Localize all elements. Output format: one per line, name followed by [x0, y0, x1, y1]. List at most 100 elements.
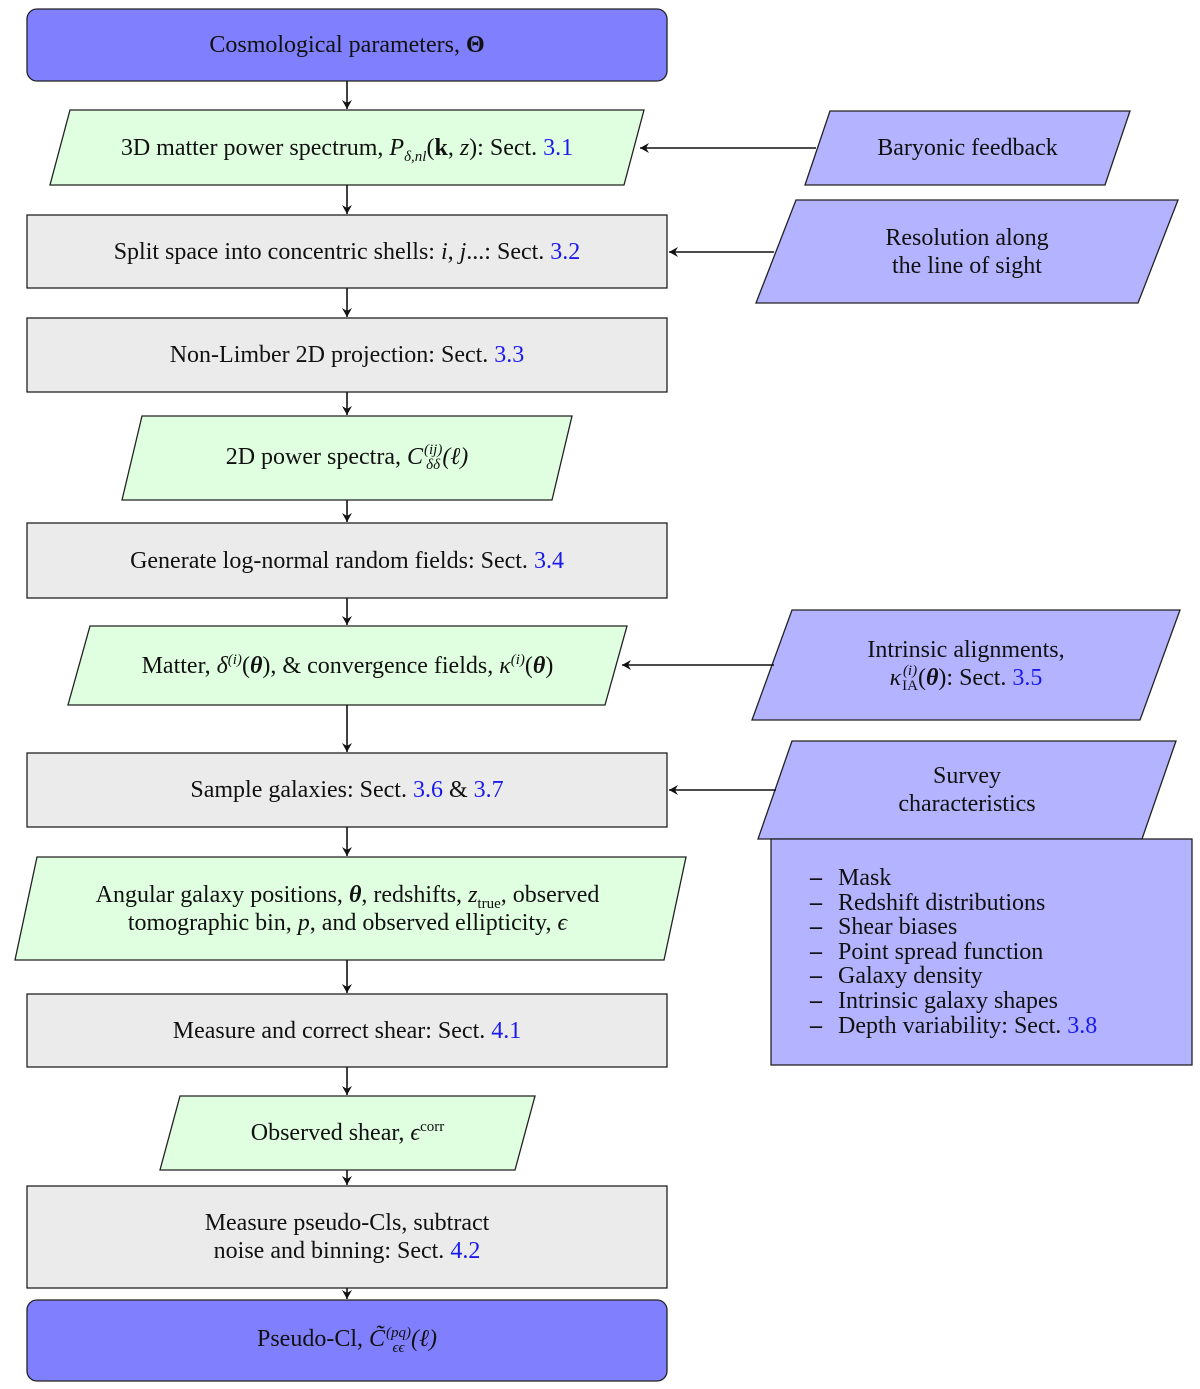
ell-argument: (ℓ) [442, 443, 469, 470]
shells-label: Split space into concentric shells: [113, 238, 441, 265]
theta-symbol: θ [925, 664, 939, 691]
sect-link-3-6[interactable]: 3.6 [412, 777, 443, 803]
lognormal-label: Generate log-normal random fields: Sect. [130, 547, 534, 574]
io-shape-intrinsic-alignments [751, 609, 1181, 721]
positions-label: Angular galaxy positions, [95, 881, 349, 908]
node-cosmological-parameters: Cosmological parameters, Θ [27, 9, 667, 81]
bullet-dash: – [810, 963, 822, 990]
survey-characteristics-list: –Mask–Redshift distributions–Shear biase… [810, 866, 1097, 1038]
nonlimber-label: Non-Limber 2D projection: Sect. [169, 342, 495, 368]
io-shape-matter-convergence [67, 625, 628, 706]
node-2d-power-spectra: 2D power spectra, C(ij)δδ(ℓ) [122, 416, 572, 500]
c-superscript: (ij) [423, 442, 443, 459]
theta-symbol: θ [348, 881, 362, 908]
sect-link-3-2[interactable]: 3.2 [550, 238, 581, 265]
process-shape-sample-galaxies [26, 752, 668, 828]
bullet-dash: – [810, 987, 822, 1014]
comma: , [447, 238, 460, 265]
sect-link-3-3[interactable]: 3.3 [494, 342, 525, 368]
survey-item-text: Redshift distributions [838, 889, 1046, 916]
sect-link-4-1[interactable]: 4.1 [491, 1017, 522, 1044]
side-input-intrinsic-alignments: Intrinsic alignments, κ(i)IA(θ): Sect. 3… [752, 610, 1180, 720]
theta-symbol: θ [532, 652, 546, 679]
epsilon-symbol: ϵ [557, 909, 568, 936]
sect-link-3-8[interactable]: 3.8 [1067, 1012, 1098, 1039]
p-symbol: p [297, 909, 310, 936]
i-symbol: i [440, 238, 448, 265]
io-shape-galaxy-positions [14, 856, 687, 961]
terminal-shape-pseudo-cl [26, 1299, 668, 1382]
sect-link-3-1[interactable]: 3.1 [543, 134, 574, 161]
io-shape-2d-power-spectra [121, 415, 573, 501]
bullet-dash: – [810, 865, 822, 891]
process-shape-split-shells [26, 214, 668, 289]
pseudo-cl-label: Pseudo-Cl, [256, 1326, 369, 1353]
resolution-line1: Resolution along [885, 224, 1049, 251]
ia-superscript: (i) [902, 663, 918, 680]
bullet-dash: – [810, 1012, 822, 1039]
survey-item-text: Intrinsic galaxy shapes [838, 987, 1058, 1014]
j-symbol: j [459, 238, 467, 265]
tomographic-label: tomographic bin, [127, 909, 298, 936]
paren: ) [262, 652, 271, 679]
sect-label: : Sect. [946, 664, 1013, 691]
node-log-normal-fields: Generate log-normal random fields: Sect.… [27, 523, 667, 598]
paren: ) [469, 134, 478, 161]
sect-link-4-2[interactable]: 4.2 [450, 1238, 481, 1264]
redshifts-label: , redshifts, [361, 881, 469, 908]
sect-link-3-7[interactable]: 3.7 [473, 777, 504, 803]
sect-link-3-5[interactable]: 3.5 [1012, 664, 1043, 691]
fields-mid-label: , & convergence fields, [270, 652, 500, 679]
process-shape-measure-pseudo-cls [26, 1185, 668, 1289]
survey-list-item: –Depth variability: Sect. 3.8 [810, 1012, 1098, 1039]
side-input-resolution: Resolution along the line of sight [756, 200, 1178, 303]
io-shape-observed-shear [159, 1095, 536, 1171]
c2d-label: 2D power spectra, [225, 443, 407, 470]
sect-link-3-4[interactable]: 3.4 [533, 547, 564, 574]
survey-line1: Survey [933, 763, 1001, 789]
p-subscript: δ,nl [404, 148, 427, 165]
bullet-dash: – [810, 914, 822, 941]
sect-label: : Sect. [477, 134, 544, 161]
survey-list-item: –Point spread function [810, 938, 1097, 965]
node-sample-galaxies: Sample galaxies: Sect. 3.6 & 3.7 [27, 753, 667, 827]
kappa-superscript: (i) [510, 651, 525, 668]
survey-item-text: Depth variability: Sect. [838, 1012, 1068, 1039]
io-shape-resolution [755, 199, 1179, 304]
pseudo-measure-line2: noise and binning: Sect. [213, 1238, 451, 1264]
survey-line2: characteristics [898, 791, 1036, 817]
epsilon-symbol: ϵ [410, 1120, 421, 1146]
cosmo-label: Cosmological parameters, [209, 32, 466, 58]
z-subscript: true [477, 895, 501, 912]
c-subscript: δδ [426, 457, 441, 474]
io-shape-3d-power-spectrum [49, 109, 645, 186]
survey-list-item: –Mask [810, 866, 1097, 891]
epsilon-subscript: ϵϵ [392, 1339, 405, 1356]
survey-item-text: Shear biases [838, 914, 958, 941]
observed-shear-label: Observed shear, [250, 1120, 411, 1146]
ia-line1: Intrinsic alignments, [867, 636, 1065, 663]
node-measure-pseudo-cls: Measure pseudo-Cls, subtract noise and b… [27, 1186, 667, 1288]
node-measure-correct-shear: Measure and correct shear: Sect. 4.1 [27, 994, 667, 1067]
node-split-shells: Split space into concentric shells: i, j… [27, 215, 667, 288]
ellipticity-label: , and observed ellipticity, [309, 909, 558, 936]
node-non-limber: Non-Limber 2D projection: Sect. 3.3 [27, 318, 667, 392]
theta-symbol: θ [249, 652, 263, 679]
node-observed-shear: Observed shear, ϵcorr [160, 1096, 535, 1170]
paren: ) [938, 664, 947, 691]
survey-item-text: Point spread function [838, 938, 1044, 965]
comma: , [447, 134, 460, 161]
p-symbol: P [389, 134, 405, 161]
baryonic-label: Baryonic feedback [877, 135, 1058, 161]
c-tilde-symbol: C̃ [369, 1326, 386, 1353]
measure-shear-label: Measure and correct shear: Sect. [172, 1017, 492, 1044]
ell-argument: (ℓ) [411, 1326, 437, 1353]
paren: ( [917, 664, 926, 691]
sect-label: ...: Sect. [466, 238, 551, 265]
paren: ) [545, 652, 554, 679]
k-symbol: k [434, 134, 448, 161]
kappa-symbol: κ [499, 652, 511, 679]
node-matter-convergence-fields: Matter, δ(i)(θ), & convergence fields, κ… [70, 626, 625, 705]
ampersand: & [442, 777, 474, 803]
